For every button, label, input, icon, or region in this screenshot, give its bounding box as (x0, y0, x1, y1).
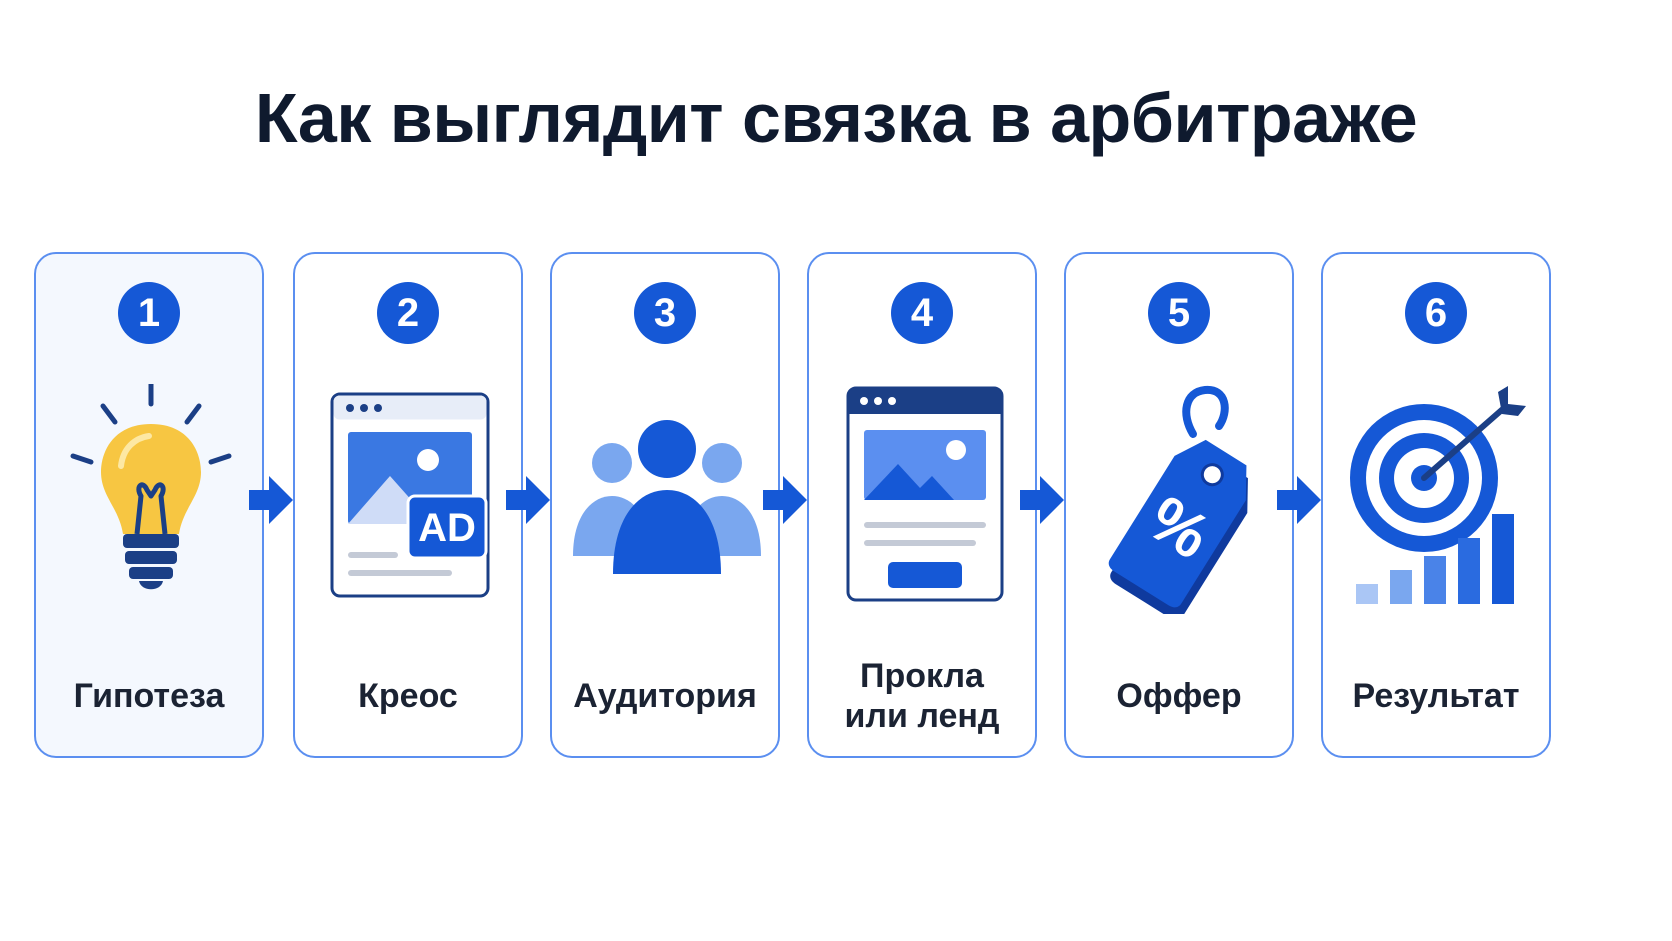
step-number-badge: 5 (1148, 282, 1210, 344)
step-card-hypothesis: 1 Гипотеза (34, 252, 264, 758)
step-label: Оффер (1116, 677, 1242, 715)
step-number-badge: 6 (1405, 282, 1467, 344)
landing-page-icon (846, 386, 1004, 602)
arrow-right-icon (506, 476, 550, 524)
step-number-badge: 3 (634, 282, 696, 344)
step-card-result: 6 Результат (1321, 252, 1551, 758)
step-card-creative: 2 AD Креос (293, 252, 523, 758)
arrow-right-icon (249, 476, 293, 524)
step-number-badge: 2 (377, 282, 439, 344)
step-label: Гипотеза (73, 677, 225, 715)
ad-creative-icon: AD (330, 392, 490, 598)
step-label: Креос (358, 677, 458, 715)
step-card-landing: 4 Прокла или ленд (807, 252, 1037, 758)
arrow-right-icon (1020, 476, 1064, 524)
step-label: Прокла или ленд (844, 657, 1000, 735)
offer-tag-icon: % (1108, 386, 1248, 614)
step-label: Результат (1352, 677, 1520, 715)
arrow-right-icon (763, 476, 807, 524)
step-card-offer: 5 % Оффер (1064, 252, 1294, 758)
step-label: Аудитория (573, 677, 757, 715)
audience-icon (573, 420, 761, 574)
ad-text: AD (418, 506, 476, 550)
step-number-badge: 1 (118, 282, 180, 344)
step-card-audience: 3 Аудитория (550, 252, 780, 758)
page-title: Как выглядит связка в арбитраже (254, 79, 1418, 157)
lightbulb-icon (70, 384, 232, 590)
arrow-right-icon (1277, 476, 1321, 524)
target-growth-icon (1350, 386, 1526, 604)
step-number-badge: 4 (891, 282, 953, 344)
